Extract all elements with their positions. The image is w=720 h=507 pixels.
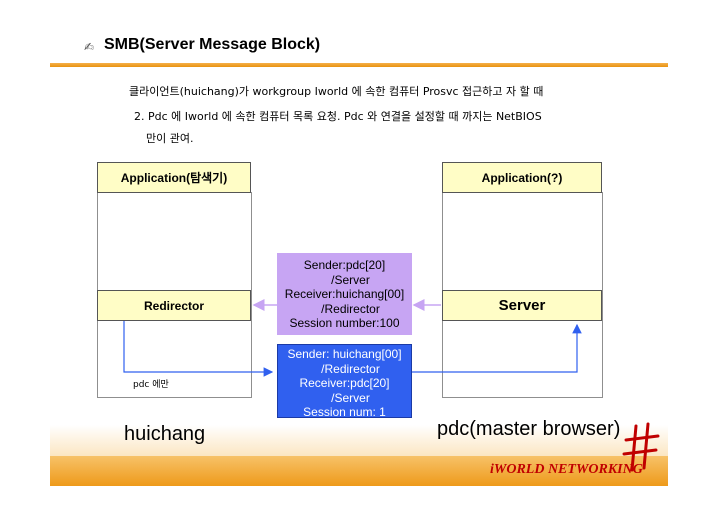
response-line-5: Session number:100 (289, 316, 400, 330)
request-line-1: Sender: huichang[00] (287, 347, 402, 361)
request-line-3: Receiver:pdc[20] (299, 376, 390, 390)
redirector-box: Redirector (97, 290, 251, 321)
request-line-4: /Server (331, 390, 370, 405)
title-divider (50, 63, 668, 67)
brand-hash-icon (622, 422, 660, 472)
pen-icon: ✍ (84, 40, 95, 54)
client-application-box: Application(탐색기) (97, 162, 251, 193)
server-box: Server (442, 290, 602, 321)
response-line-4: /Redirector (321, 301, 380, 316)
redirector-to-request-arrow (123, 321, 274, 377)
response-line-2: /Server (331, 272, 370, 287)
intro-line-1: 클라이언트(huichang)가 workgroup Iworld 에 속한 컴… (129, 85, 544, 98)
brand-logo: iWORLD NETWORKING (490, 462, 643, 477)
client-host-label: huichang (124, 423, 206, 445)
pdc-only-note: pdc 에만 (133, 380, 169, 390)
request-line-2: /Redirector (321, 361, 380, 376)
response-line-3: Receiver:huichang[00] (284, 287, 405, 301)
intro-line-2: 2. Pdc 에 Iworld 에 속한 컴퓨터 목록 요청. Pdc 와 연결… (134, 110, 542, 123)
response-message-box: Sender:pdc[20] /Server Receiver:huichang… (277, 253, 412, 335)
footer-band (50, 456, 668, 486)
request-to-server-arrow (412, 323, 582, 373)
slide-title: SMB(Server Message Block) (104, 36, 321, 53)
server-host-label: pdc(master browser) (437, 418, 621, 440)
server-application-box: Application(?) (442, 162, 602, 193)
request-line-5: Session num: 1 (303, 405, 386, 419)
footer-fade (50, 425, 668, 456)
intro-line-3: 만이 관여. (146, 132, 194, 145)
request-message-box: Sender: huichang[00] /Redirector Receive… (277, 344, 412, 419)
response-line-1: Sender:pdc[20] (303, 258, 386, 272)
